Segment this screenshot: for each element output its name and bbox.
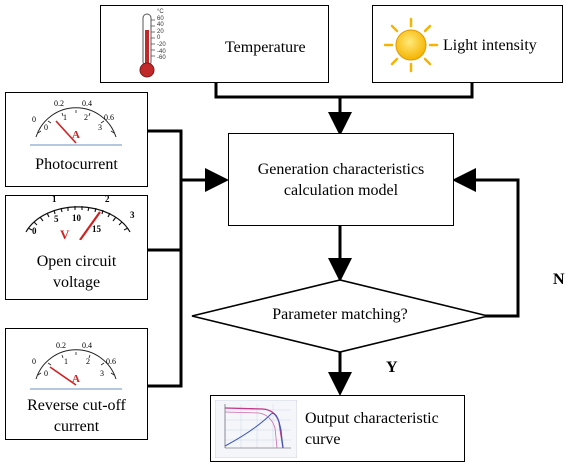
reverse-bottom-tick-2: 2	[86, 357, 90, 366]
no-branch-label: N	[553, 271, 565, 288]
model-label-line1: Generation characteristics	[257, 161, 425, 178]
reverse-top-tick-0: 0	[32, 357, 36, 366]
voltmeter-icon	[25, 206, 131, 240]
voltmeter-bottom-tick-3: 15	[92, 224, 101, 234]
output-label-line1: Output characteristic	[305, 410, 439, 427]
decision-diamond	[191, 279, 489, 353]
reverse-bottom-tick-0: 0	[44, 369, 48, 378]
reverse-top-tick-3: 0.6	[106, 357, 116, 366]
output-label-line2: curve	[305, 431, 341, 448]
reverse-label-line2: current	[53, 418, 100, 435]
voltmeter-bottom-tick-0: 0	[32, 226, 37, 236]
reverse-cutoff-current-box: 0 0.2 0.4 0.6 0 1 2 3 A Reverse cut-off …	[5, 328, 148, 440]
reverse-top-tick-1: 0.2	[56, 341, 66, 350]
ammeter-top-tick-1: 0.2	[54, 99, 64, 108]
photocurrent-label: Photocurrent	[35, 156, 118, 173]
ammeter-bottom-tick-2: 2	[84, 113, 88, 122]
photocurrent-box: 0 0.2 0.4 0.6 0 1 2 3 A Photocurrent	[5, 92, 148, 187]
model-label-line2: calculation model	[283, 182, 399, 199]
iv-curve-chart-icon	[215, 400, 297, 458]
reverse-bottom-tick-3: 3	[100, 369, 104, 378]
thermometer-icon	[139, 13, 155, 78]
thermo-tick: -60	[157, 55, 166, 62]
temperature-box: °C 60 40 20 0 -20 -40 -60 Temperature	[100, 5, 329, 83]
open-circuit-voltage-box: 1 2 3 0 5 10 15 V Open circuit voltage	[5, 194, 148, 300]
voltmeter-top-tick-2: 3	[130, 210, 135, 220]
ammeter-bottom-tick-0: 0	[44, 123, 48, 132]
open-circuit-label-line1: Open circuit	[36, 253, 117, 270]
temperature-label: Temperature	[225, 39, 306, 56]
ammeter-top-tick-2: 0.4	[82, 99, 92, 108]
yes-branch-label: Y	[386, 359, 398, 376]
output-curve-box: Output characteristic curve	[210, 395, 465, 462]
instrument-bracket	[148, 129, 183, 388]
light-intensity-label: Light intensity	[443, 37, 537, 54]
voltmeter-bottom-tick-1: 5	[54, 214, 59, 224]
reverse-label-line1: Reverse cut-off	[27, 397, 126, 414]
ammeter-icon	[30, 349, 122, 390]
thermo-tick: -40	[157, 48, 166, 55]
thermometer-scale: °C 60 40 20 0 -20 -40 -60	[157, 9, 166, 62]
ammeter-icon	[30, 107, 122, 146]
no-feedback-arrow	[452, 168, 520, 318]
reverse-unit: A	[72, 373, 80, 385]
reverse-bottom-tick-1: 1	[64, 357, 68, 366]
ammeter-top-tick-0: 0	[32, 115, 36, 124]
ammeter-top-tick-3: 0.6	[104, 113, 114, 122]
thermo-tick: -20	[157, 41, 166, 48]
voltmeter-bottom-tick-2: 10	[72, 213, 81, 223]
thermo-tick: 20	[157, 28, 164, 35]
generation-model-box: Generation characteristics calculation m…	[228, 133, 454, 226]
thermo-unit: °C	[157, 9, 164, 15]
voltmeter-unit: V	[60, 227, 70, 242]
voltmeter-top-tick-0: 1	[52, 194, 57, 204]
ammeter-bottom-tick-3: 3	[98, 123, 102, 132]
voltmeter-top-tick-1: 2	[105, 194, 110, 204]
temperature-connector	[214, 83, 474, 99]
ammeter-bottom-tick-1: 1	[63, 113, 67, 122]
thermo-tick: 60	[157, 15, 164, 22]
sun-icon	[383, 17, 439, 73]
thermo-tick: 40	[157, 22, 164, 29]
reverse-top-tick-2: 0.4	[82, 341, 92, 350]
open-circuit-label-line2: voltage	[52, 274, 101, 291]
light-intensity-box: Light intensity	[372, 5, 563, 83]
ammeter-unit: A	[72, 129, 80, 141]
thermo-tick: 0	[157, 35, 161, 42]
decision-label: Parameter matching?	[272, 306, 408, 323]
